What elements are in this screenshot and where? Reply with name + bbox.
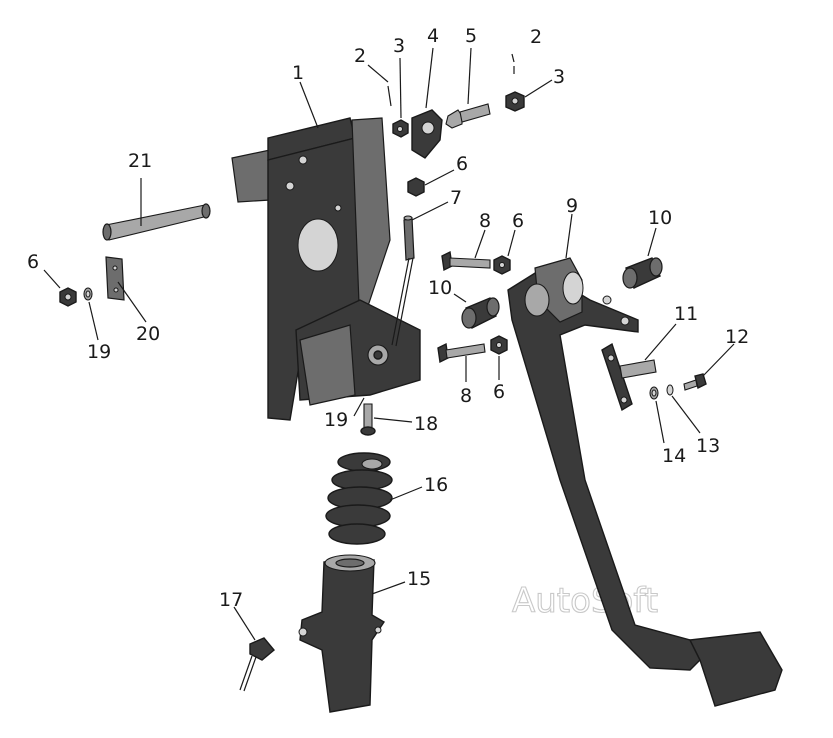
callout-5: 5 bbox=[465, 25, 477, 47]
callout-3-left: 3 bbox=[393, 35, 405, 57]
callout-8-upper: 8 bbox=[479, 210, 491, 232]
part-6-nut-upper bbox=[407, 177, 425, 197]
callout-3-right: 3 bbox=[553, 66, 565, 88]
callout-11: 11 bbox=[674, 303, 698, 325]
part-8-bolt-upper bbox=[441, 250, 491, 272]
watermark-text: AutoSoft bbox=[512, 581, 658, 621]
callout-16: 16 bbox=[424, 474, 448, 496]
part-7-rod bbox=[391, 215, 415, 347]
part-16-boot bbox=[325, 452, 393, 545]
callout-6-middle-upper: 6 bbox=[512, 210, 524, 232]
callout-19-left: 19 bbox=[87, 341, 111, 363]
part-9-pedal bbox=[507, 257, 783, 707]
part-20-plate bbox=[105, 256, 125, 301]
part-3-nut-upper-right bbox=[505, 91, 525, 112]
part-21-pin bbox=[102, 203, 211, 241]
part-4-clevis bbox=[411, 109, 443, 159]
part-6-nut-middle-lower bbox=[490, 335, 508, 355]
part-5-bolt bbox=[445, 103, 491, 129]
callout-17: 17 bbox=[219, 589, 243, 611]
callout-labels: 1 2 3 4 5 2 3 6 7 8 6 9 10 10 11 12 13 1… bbox=[27, 25, 749, 611]
callout-21: 21 bbox=[128, 150, 152, 172]
part-19-washer-left bbox=[83, 287, 93, 301]
callout-19-center: 19 bbox=[324, 409, 348, 431]
callout-13: 13 bbox=[696, 435, 720, 457]
part-10-bushing-right bbox=[622, 257, 663, 289]
part-12-screw bbox=[683, 373, 707, 391]
part-18-bolt bbox=[360, 403, 376, 436]
part-6-nut-middle-upper bbox=[493, 255, 511, 275]
leader-lines bbox=[43, 47, 735, 641]
callout-2-left: 2 bbox=[354, 45, 366, 67]
callout-6-middle-lower: 6 bbox=[493, 381, 505, 403]
part-15-cylinder bbox=[298, 554, 385, 713]
callout-18: 18 bbox=[414, 413, 438, 435]
callout-9: 9 bbox=[566, 195, 578, 217]
part-11-bracket bbox=[601, 342, 657, 412]
part-6-nut-left bbox=[59, 287, 77, 307]
callout-12: 12 bbox=[725, 326, 749, 348]
callout-10-right: 10 bbox=[648, 207, 672, 229]
callout-10-left: 10 bbox=[428, 277, 452, 299]
callout-7: 7 bbox=[450, 187, 462, 209]
part-14-washer bbox=[649, 386, 659, 400]
callout-2-right: 2 bbox=[530, 26, 542, 48]
callout-14: 14 bbox=[662, 445, 686, 467]
part-1-bracket bbox=[231, 117, 421, 421]
callout-6-upper: 6 bbox=[456, 153, 468, 175]
callout-1: 1 bbox=[292, 62, 304, 84]
part-10-bushing-left bbox=[461, 297, 500, 329]
part-8-bolt-lower bbox=[437, 342, 486, 364]
callout-4: 4 bbox=[427, 25, 439, 47]
part-3-nut-upper-left bbox=[392, 119, 409, 138]
callout-15: 15 bbox=[407, 568, 431, 590]
part-17-bleeder bbox=[239, 637, 275, 692]
part-13-washer bbox=[666, 384, 674, 396]
callout-20: 20 bbox=[136, 323, 160, 345]
callout-6-left: 6 bbox=[27, 251, 39, 273]
callout-8-lower: 8 bbox=[460, 385, 472, 407]
